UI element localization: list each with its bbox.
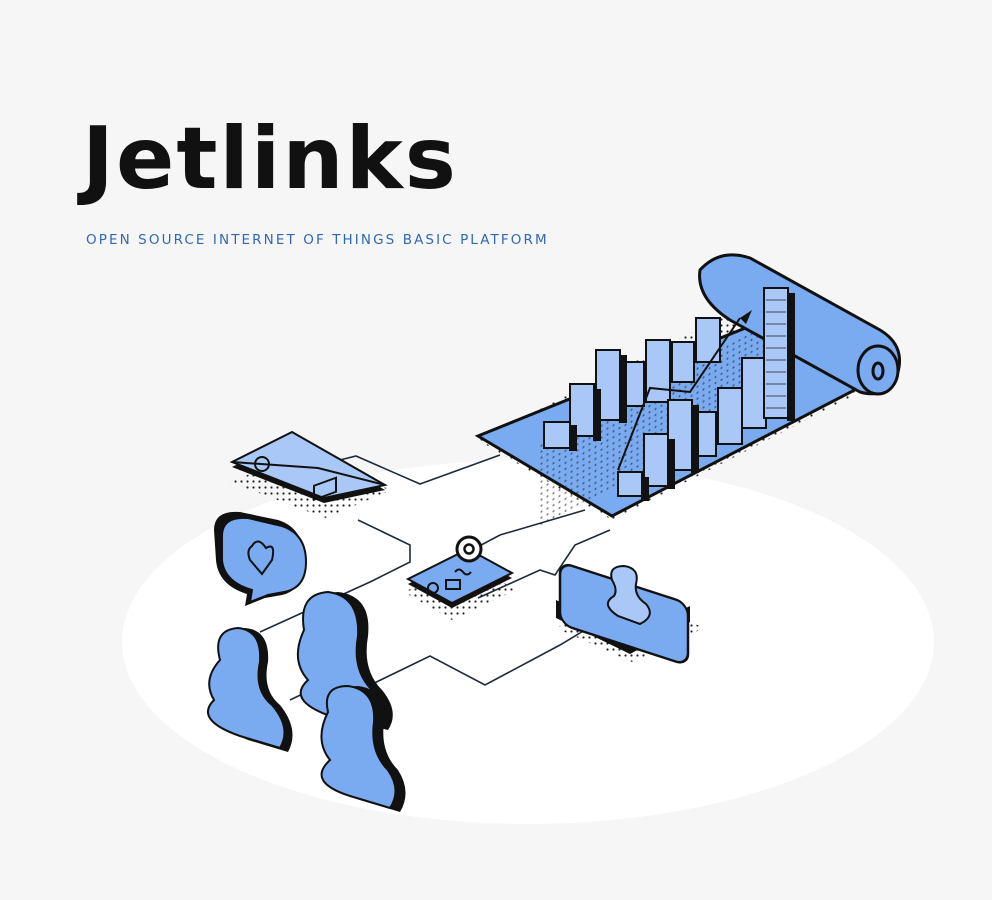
user-profile-card-icon <box>556 563 704 664</box>
email-at-card-icon <box>404 535 516 620</box>
person-front <box>320 684 406 812</box>
person-left <box>207 626 293 752</box>
trend-arrow <box>617 317 741 471</box>
bar-chart-scroll-icon <box>474 253 901 529</box>
page-subtitle: OPEN SOURCE INTERNET OF THINGS BASIC PLA… <box>86 232 549 248</box>
user-group-icon <box>207 590 406 812</box>
envelope-icon <box>229 430 392 518</box>
chat-heart-icon <box>214 511 308 606</box>
page-title: Jetlinks <box>82 109 458 209</box>
chart-bars <box>543 287 795 501</box>
at-symbol-icon <box>455 535 483 563</box>
